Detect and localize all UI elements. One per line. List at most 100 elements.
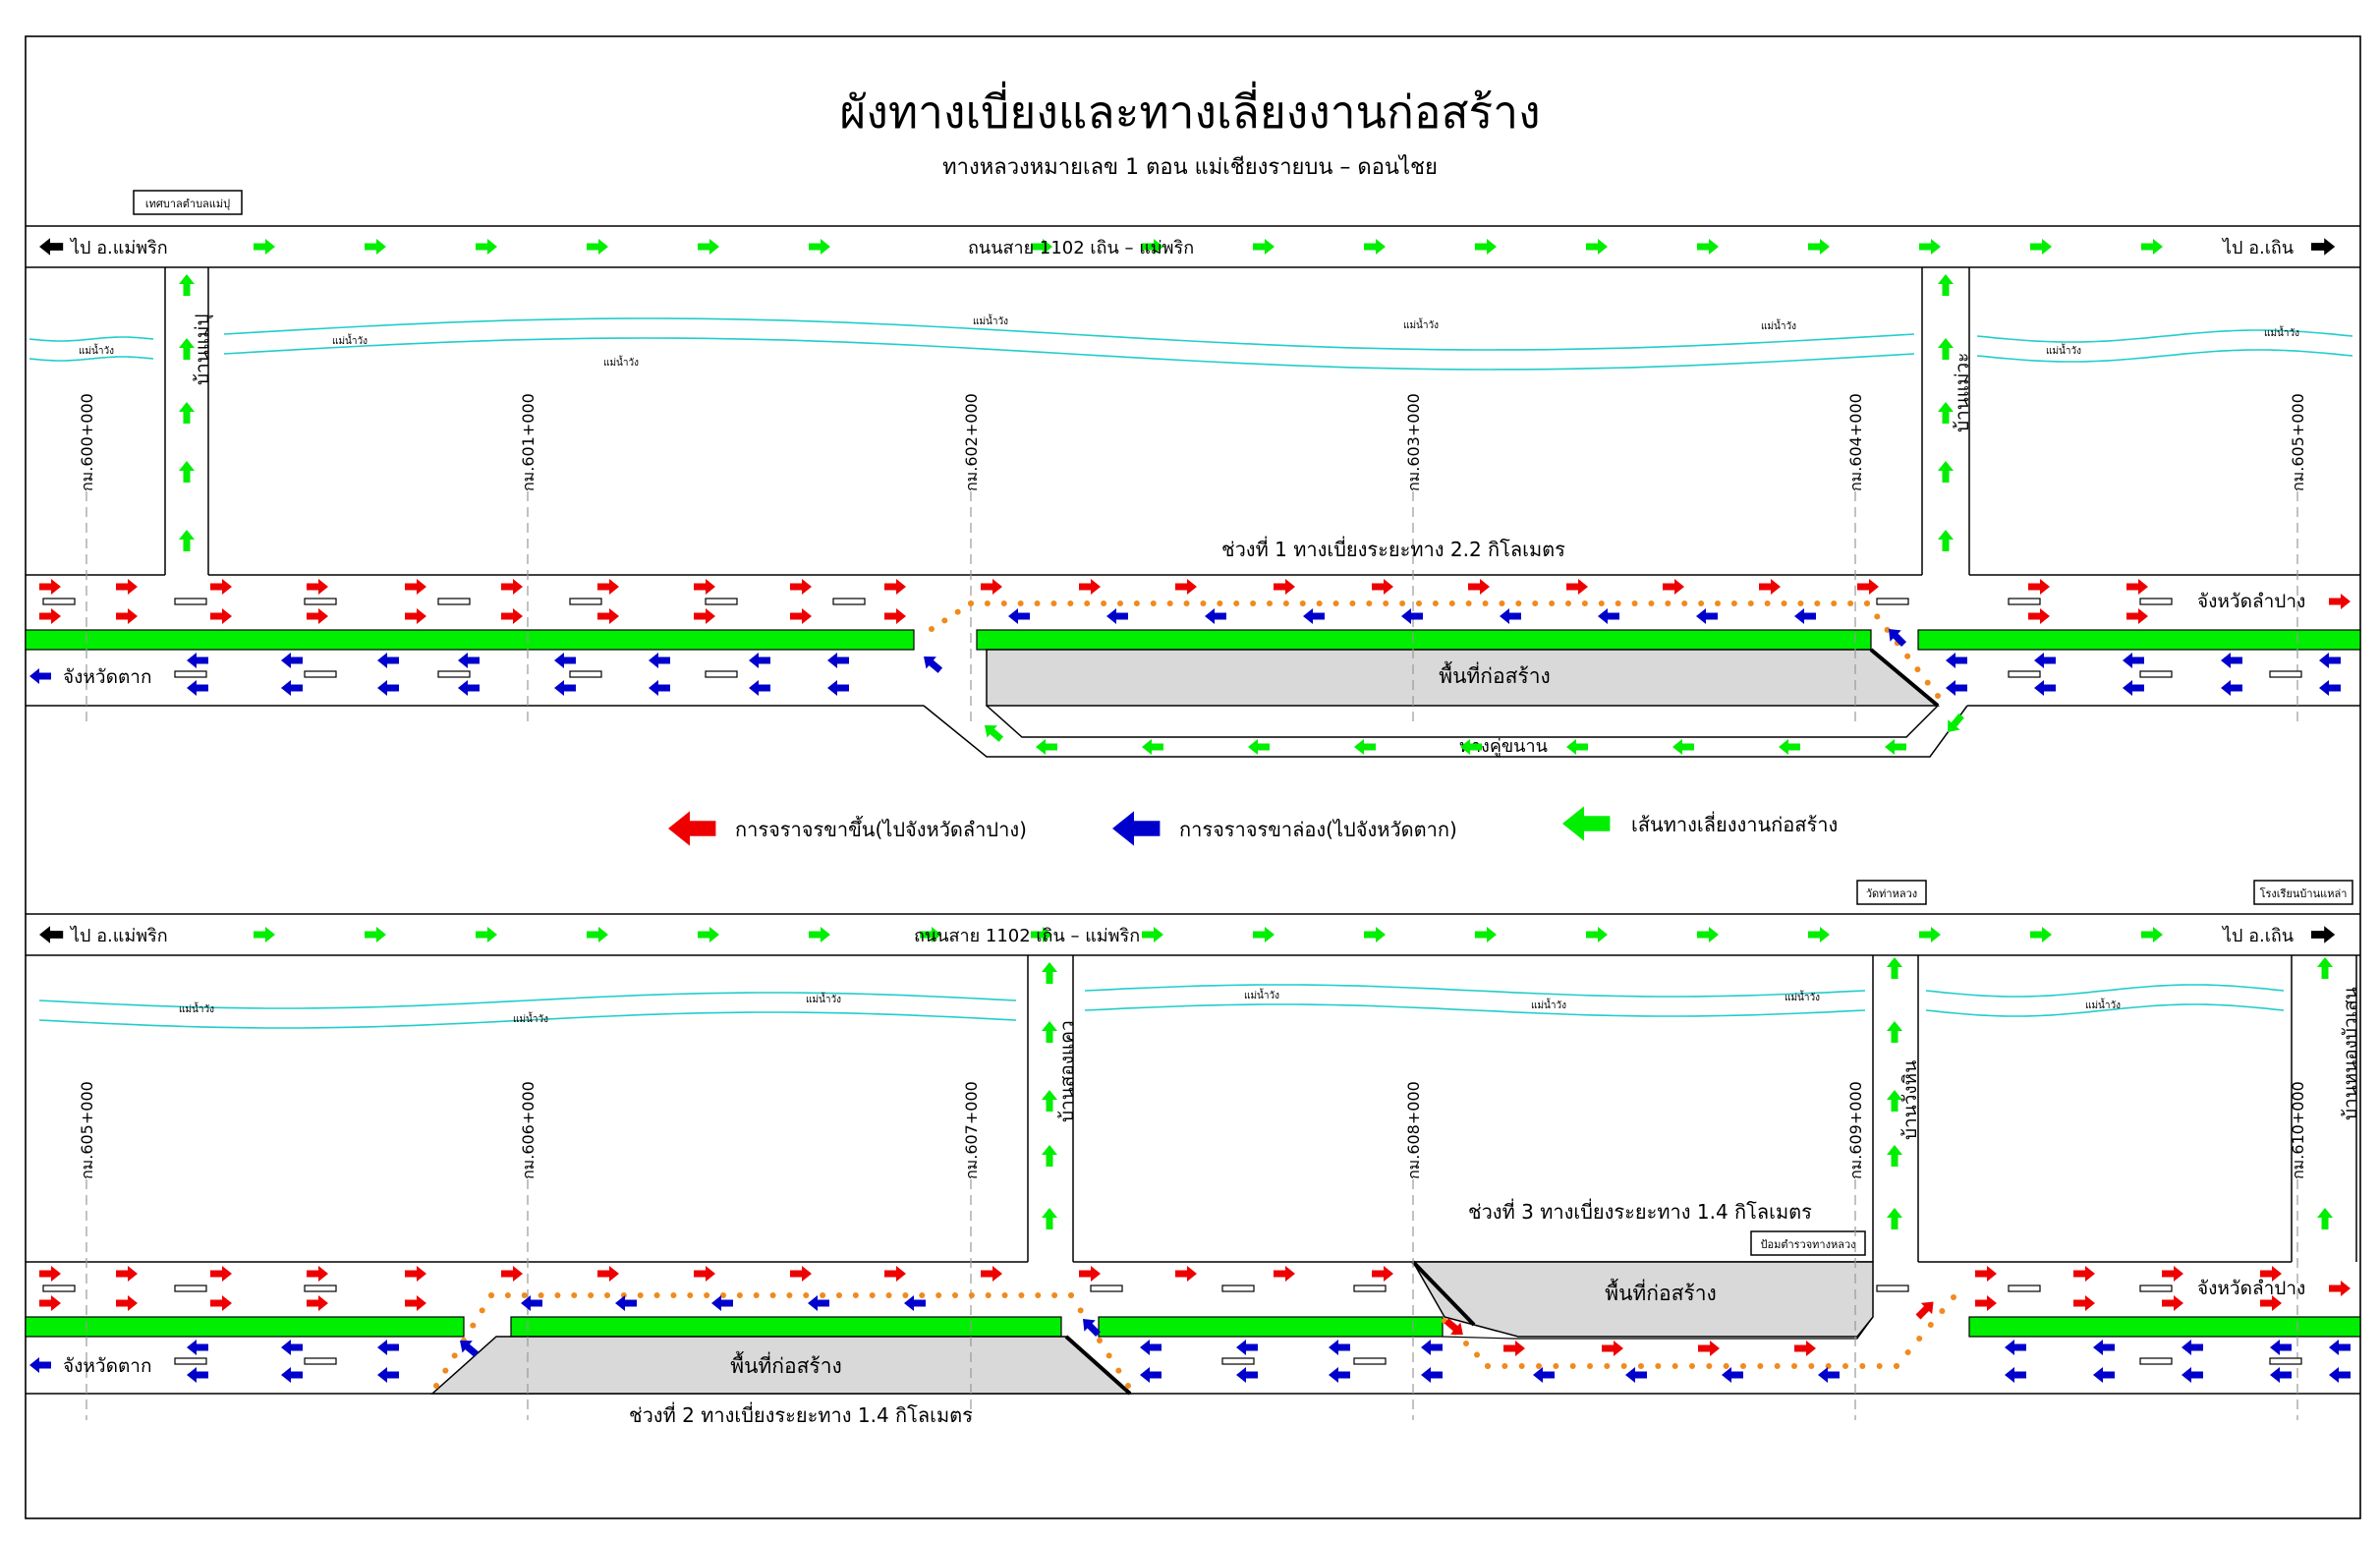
detour-dot [1747, 600, 1754, 606]
lane-dash [174, 1285, 207, 1292]
river-line [28, 356, 154, 362]
arrow-left-blue-icon [2182, 1367, 2203, 1383]
arrow-up-green-icon [1042, 1145, 1057, 1167]
detour-dot [1655, 1363, 1662, 1369]
arrow-right-red-icon [1372, 579, 1393, 595]
detour-dot [1939, 1308, 1946, 1314]
top-road-labels-2: ไป อ.แม่พริก ถนนสาย 1102 เถิน – แม่พริก … [39, 925, 2336, 946]
arrow-right-green-icon [1364, 927, 1386, 942]
river-line [1925, 1003, 2285, 1017]
arrow-right-red-icon [1663, 579, 1684, 595]
km-post-label: กม.608+000 [1404, 1081, 1423, 1179]
detour-dot [1825, 1363, 1832, 1369]
arrow-right-red-icon [405, 608, 426, 624]
detour-dot [1814, 600, 1821, 606]
detour-dot [1051, 1292, 1058, 1298]
detour-dot [1125, 1383, 1131, 1389]
arrow-up-green-icon [2317, 957, 2333, 979]
arrow-right-red-icon [790, 579, 812, 595]
temple-box [1856, 880, 1927, 905]
arrow-right-red-icon [2162, 1295, 2183, 1311]
arrow-left-blue-icon [2005, 1340, 2026, 1355]
arrow-right-red-icon [39, 1295, 61, 1311]
arrow-right-red-icon [1503, 1341, 1525, 1356]
detour-dot [1935, 693, 1941, 699]
arrow-right-red-icon [981, 579, 1002, 595]
lane-dash [569, 598, 602, 605]
arrow-right-red-icon [2126, 608, 2148, 624]
lane-dash [2008, 1285, 2041, 1292]
detour-dot [929, 626, 935, 632]
detour-dot [470, 1322, 477, 1329]
arrow-right-red-icon [116, 579, 138, 595]
detour-dot [571, 1292, 578, 1298]
arrow-left-blue-icon [1140, 1340, 1162, 1355]
arrow-right-red-icon [307, 579, 328, 595]
arrow-left-black-icon [39, 926, 64, 943]
school-box [2253, 880, 2353, 905]
detour-dot [803, 1292, 810, 1298]
river-label: แม่น้ำวัง [179, 1001, 214, 1015]
arrow-left-blue-icon [281, 680, 303, 696]
arrow-up-green-icon [1887, 957, 1902, 979]
detour-dot [1569, 1363, 1576, 1369]
arrow-right-red-icon [694, 579, 715, 595]
arrow-right-green-icon [1919, 239, 1941, 255]
median [1098, 1316, 1444, 1338]
arrow-right-red-icon [2028, 608, 2050, 624]
arrow-up-green-icon [1887, 1145, 1902, 1167]
arrow-right-red-icon [210, 608, 232, 624]
detour-dot [1101, 600, 1107, 606]
detour-dot [1000, 600, 1007, 606]
arrow-left-blue-icon [187, 653, 208, 668]
detour-dot [1864, 600, 1870, 606]
km-post-label: กม.604+000 [1846, 393, 1865, 491]
detour-dot [1067, 600, 1074, 606]
arrow-up-green-icon [1042, 962, 1057, 984]
detour-dot [1383, 600, 1389, 606]
arrow-left-green-icon [1142, 739, 1163, 755]
arrow-left-blue-icon [187, 1340, 208, 1355]
river-label: แม่น้ำวัง [1761, 318, 1796, 332]
detour-dot [637, 1292, 644, 1298]
arrow-right-red-icon [1602, 1341, 1623, 1356]
detour-dot [1648, 600, 1655, 606]
detour-dot [1316, 600, 1323, 606]
lane-dash [1090, 1285, 1123, 1292]
arrow-left-green-icon [1672, 739, 1694, 755]
arrow-up-green-icon [1042, 1208, 1057, 1229]
top-road-labels-1: ไป อ.แม่พริก ถนนสาย 1102 เถิน – แม่พริก … [39, 237, 2336, 258]
arrow-right-red-icon [405, 1295, 426, 1311]
detour-dot [1598, 600, 1605, 606]
arrow-left-blue-icon [749, 680, 770, 696]
detour-dot [1914, 666, 1921, 673]
arrow-right-green-icon [254, 927, 275, 942]
to-maephrik-label: ไป อ.แม่พริก [69, 237, 168, 258]
detour-dot [433, 1383, 439, 1389]
arrow-left-blue-icon [554, 680, 576, 696]
arrow-left-blue-icon [2329, 1367, 2351, 1383]
detour-dot [1463, 1341, 1469, 1346]
lane-dash [2269, 670, 2302, 678]
arrow-right-red-icon [501, 608, 523, 624]
arrow-right-red-icon [884, 579, 906, 595]
detour-dot [1740, 1363, 1746, 1369]
arrow-left-green-icon [1036, 739, 1057, 755]
lane-dash [42, 598, 76, 605]
arrow-right-green-icon [698, 239, 719, 255]
detour-dot [1448, 600, 1455, 606]
detour-dot [1050, 600, 1057, 606]
detour-dot [1847, 600, 1854, 606]
arrow-right-red-icon [307, 1295, 328, 1311]
arrow-right-red-icon [210, 579, 232, 595]
arrow-right-green-icon [1697, 927, 1719, 942]
detour-dot [1068, 1292, 1074, 1298]
detour-dot [1282, 600, 1289, 606]
arrow-right-red-icon [790, 608, 812, 624]
detour-dot [786, 1292, 793, 1298]
arrow-right-red-icon [1698, 1341, 1720, 1356]
arrow-left-blue-icon [2093, 1340, 2115, 1355]
detour-dot [1502, 1363, 1508, 1369]
arrow-left-blue-icon [377, 680, 399, 696]
